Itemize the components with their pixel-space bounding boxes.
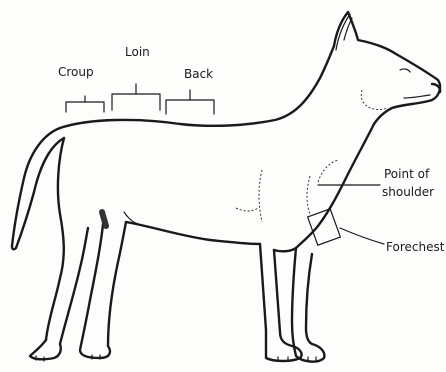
eye [400,69,410,72]
croup-arrow-left [66,108,104,112]
forechest-marker [308,209,341,245]
label-loin: Loin [125,45,150,59]
forechest-pointer [340,228,384,244]
shoulder-contour [259,170,262,222]
cheek-line [361,90,388,110]
neck-contour [318,160,338,182]
hock-stripe [102,212,106,226]
hind-leg-back [30,340,61,359]
elbow-contour [236,208,258,211]
back-bracket [166,90,214,108]
underline [126,222,260,244]
label-croup: Croup [58,65,94,79]
label-point-of-shoulder-2: shoulder [382,185,434,199]
foreleg-front [292,248,324,362]
loin-arrow [112,102,160,110]
croup-bracket [66,96,104,108]
forechest-edge [274,248,296,251]
label-point-of-shoulder-1: Point of [384,167,430,181]
rear-thigh [46,138,64,340]
back-arrow [166,108,214,114]
label-forechest: Forechest [386,240,445,254]
shoulder-contour-2 [307,176,310,214]
label-back: Back [184,67,213,81]
region-brackets [66,84,384,245]
mouth [404,95,430,98]
topline [60,46,334,128]
neck-front [296,124,374,248]
head-outline [334,12,440,124]
loin-bracket [112,84,160,102]
